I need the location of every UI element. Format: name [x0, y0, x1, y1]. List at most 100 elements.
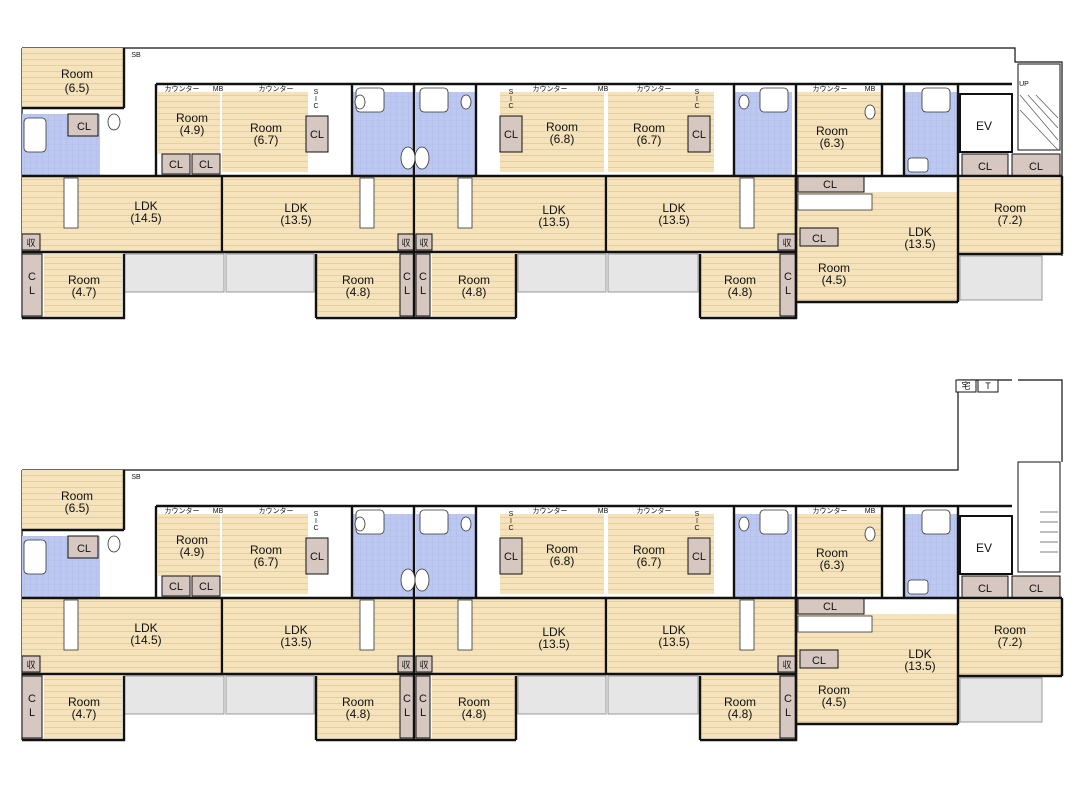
- sic-i: I: [510, 96, 512, 103]
- room-label: Room: [68, 695, 100, 709]
- sic-c: C: [694, 103, 699, 110]
- walls: [22, 48, 1064, 320]
- sic-i: I: [510, 518, 512, 525]
- ev-label: EV: [976, 119, 992, 133]
- room-size: (6.7): [254, 133, 279, 147]
- room-size: (4.8): [728, 285, 753, 299]
- l-label: L: [29, 285, 35, 297]
- sb-label: SB: [131, 52, 141, 59]
- ldk-size: (13.5): [280, 635, 311, 649]
- c-label: C: [403, 271, 411, 283]
- cl-label: CL: [1029, 583, 1043, 595]
- room-label: Room: [458, 695, 490, 709]
- ldk-size: (13.5): [658, 635, 689, 649]
- sic-s: S: [695, 511, 700, 518]
- room-size: (6.5): [65, 81, 90, 95]
- room-size: (4.5): [822, 695, 847, 709]
- room-label: Room: [250, 121, 282, 135]
- counter-label: カウンター: [533, 506, 568, 515]
- cl-label: CL: [169, 159, 183, 171]
- room-label: Room: [724, 695, 756, 709]
- up-label: UP: [1019, 81, 1029, 88]
- ldk-size: (13.5): [538, 637, 569, 651]
- room-size: (6.3): [820, 558, 845, 572]
- l-label: L: [404, 285, 410, 297]
- room-label: Room: [68, 273, 100, 287]
- room-label: Room: [633, 543, 665, 557]
- c-label: C: [419, 271, 427, 283]
- ldk-label: LDK: [542, 203, 565, 217]
- room-label: Room: [61, 489, 93, 503]
- c-label: C: [28, 271, 36, 283]
- l-label: L: [420, 285, 426, 297]
- room-size: (4.9): [180, 545, 205, 559]
- sic-c: C: [694, 525, 699, 532]
- room-size: (6.7): [254, 555, 279, 569]
- balcony: [123, 253, 225, 293]
- mb-label: MB: [213, 508, 224, 515]
- stair: [1017, 461, 1061, 573]
- ldk-label: LDK: [662, 623, 685, 637]
- room-size: (6.7): [637, 133, 662, 147]
- c-label: C: [784, 693, 792, 705]
- ldk-label: LDK: [134, 621, 157, 635]
- storage-label: 収: [782, 659, 791, 670]
- counter-label: カウンター: [813, 84, 848, 93]
- room-label: Room: [818, 261, 850, 275]
- room-label: Room: [250, 543, 282, 557]
- room-label: Room: [633, 121, 665, 135]
- t-label: T: [985, 381, 991, 391]
- sic-i: I: [315, 518, 317, 525]
- cl-label: CL: [310, 551, 324, 563]
- elevator: [959, 93, 1013, 153]
- room-label: Room: [176, 111, 208, 125]
- ldk-size: (13.5): [904, 659, 935, 673]
- sic-s: S: [509, 511, 514, 518]
- cl-label: CL: [504, 129, 518, 141]
- cl-label: CL: [692, 551, 706, 563]
- storage-label: 収: [26, 237, 35, 248]
- room-label: Room: [994, 623, 1026, 637]
- room-label: Room: [818, 683, 850, 697]
- ldk-label: LDK: [284, 201, 307, 215]
- cl-label: CL: [199, 581, 213, 593]
- room-label: Room: [342, 273, 374, 287]
- cl-label: CL: [169, 581, 183, 593]
- kitchen-fixtures: [63, 177, 873, 229]
- room-size: (4.8): [346, 285, 371, 299]
- counter-label: カウンター: [637, 84, 672, 93]
- cl-label: CL: [978, 161, 992, 173]
- mb-label: MB: [865, 508, 876, 515]
- storage-label: 収: [401, 659, 410, 670]
- mb-label: MB: [598, 86, 609, 93]
- sic-s: S: [695, 89, 700, 96]
- ldk-size: (14.5): [130, 633, 161, 647]
- ldk-label: LDK: [284, 623, 307, 637]
- room-label: Room: [342, 695, 374, 709]
- cl-label: CL: [199, 159, 213, 171]
- ldk-size: (13.5): [904, 237, 935, 251]
- mb-label: MB: [213, 86, 224, 93]
- ldk-label: LDK: [908, 225, 931, 239]
- sic-s: S: [314, 511, 319, 518]
- ldk-size: (13.5): [658, 213, 689, 227]
- l-label: L: [420, 707, 426, 719]
- sic-c: C: [313, 103, 318, 110]
- room-size: (7.2): [998, 213, 1023, 227]
- mb-label: MB: [865, 86, 876, 93]
- cl-label: CL: [1029, 161, 1043, 173]
- sanitary-fixtures: [23, 87, 951, 173]
- c-label: C: [784, 271, 792, 283]
- cl-label: CL: [978, 583, 992, 595]
- cl-label: CL: [504, 551, 518, 563]
- upper-floor: UP: [21, 47, 1064, 320]
- storage-label: 収: [419, 237, 428, 248]
- room-label: Room: [176, 533, 208, 547]
- cl-label: CL: [812, 655, 826, 667]
- closet: [67, 113, 99, 137]
- sic-c: C: [508, 103, 513, 110]
- counter-label: カウンター: [259, 84, 294, 93]
- room-size: (6.8): [550, 554, 575, 568]
- counter-label: カウンター: [813, 506, 848, 515]
